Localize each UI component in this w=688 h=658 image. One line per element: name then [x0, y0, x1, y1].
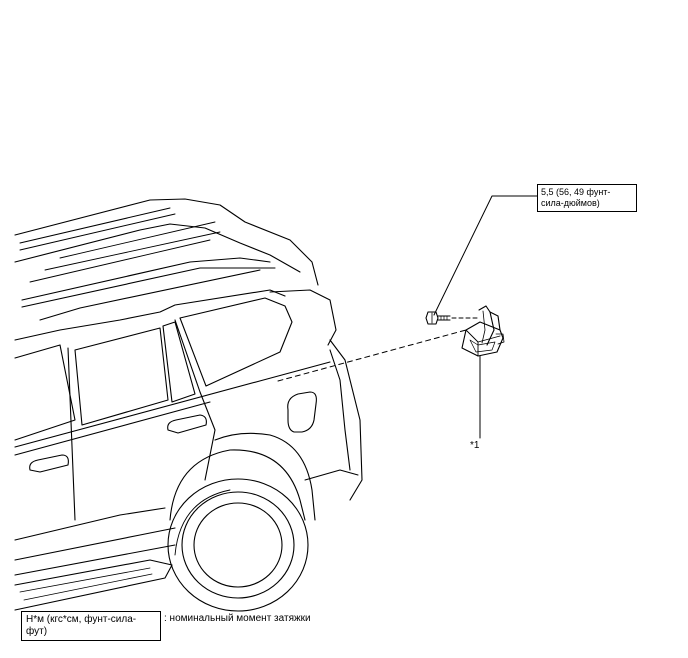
torque-leader-line	[433, 195, 538, 316]
sensor-bracket-part	[461, 305, 505, 357]
legend-unit-box: Н*м (кгс*см, фунт-сила-фут)	[21, 611, 161, 641]
alignment-dashed-line	[277, 329, 467, 382]
torque-callout: 5,5 (56, 49 фунт-сила-дюймов)	[537, 184, 637, 212]
vehicle-illustration	[14, 198, 363, 612]
part-label: *1	[470, 440, 480, 451]
bolt-icon	[425, 311, 451, 325]
legend-description: : номинальный момент затяжки	[164, 613, 311, 624]
